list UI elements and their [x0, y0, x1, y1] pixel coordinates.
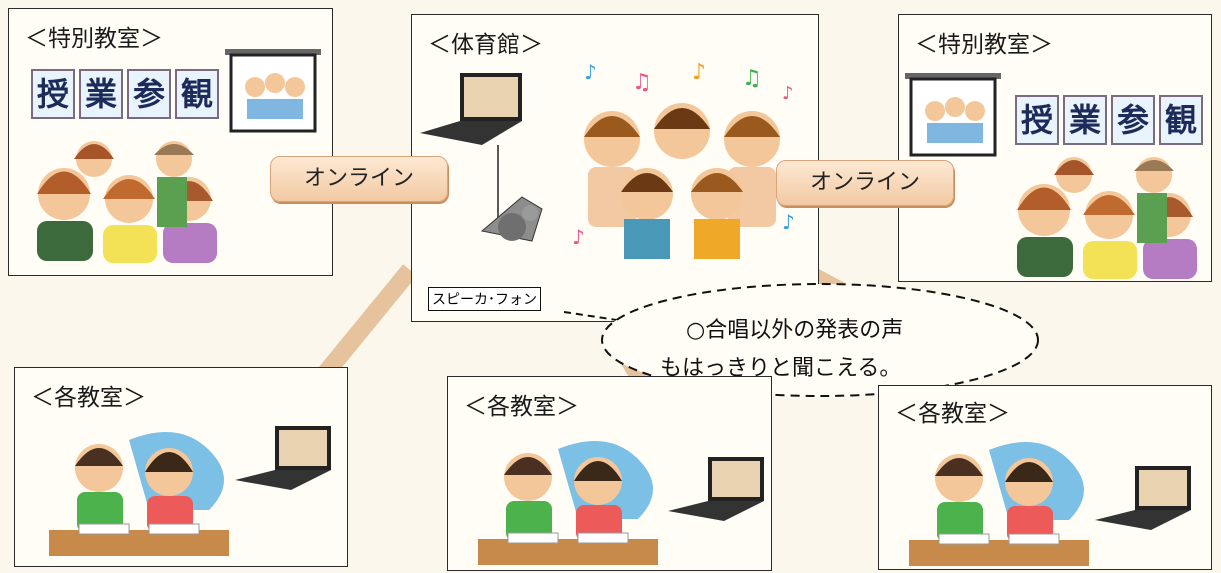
special-room-right-panel: ＜特別教室＞ 授 業 参 観: [898, 14, 1212, 282]
students-icon: [478, 441, 658, 565]
gym-panel: ＜体育館＞ ♪ ♫ ♪ ♫ ♪ ♪ ♪ スピーカ･フォン: [411, 14, 819, 322]
sign-char: 観: [1159, 95, 1203, 145]
classroom-panel-2: ＜各教室＞: [447, 376, 772, 571]
sign-char: 業: [1063, 95, 1107, 145]
speakerphone-label: スピーカ･フォン: [428, 287, 541, 311]
online-connection-label-right: オンライン: [776, 160, 954, 206]
gym-title: ＜体育館＞: [428, 32, 543, 58]
svg-text:♪: ♪: [782, 210, 795, 234]
special-room-left-title: ＜特別教室＞: [25, 26, 163, 52]
choir-children-icon: ♪ ♫ ♪ ♫ ♪ ♪ ♪: [572, 60, 795, 259]
svg-text:♪: ♪: [584, 60, 597, 84]
classroom-title: ＜各教室＞: [31, 385, 146, 411]
classroom-title: ＜各教室＞: [464, 394, 579, 420]
laptop-icon: [668, 457, 764, 521]
speakerphone-icon: [480, 196, 543, 242]
sign-char: 業: [79, 69, 123, 119]
bubble-text-line1: ○合唱以外の発表の声: [686, 318, 904, 343]
sign-char: 観: [175, 69, 219, 119]
parents-audience-icon: [1017, 157, 1197, 279]
svg-text:♪: ♪: [572, 225, 585, 249]
laptop-icon: [420, 73, 522, 145]
students-icon: [909, 442, 1089, 566]
projector-screen-icon: [905, 73, 1001, 157]
students-icon: [49, 432, 229, 556]
sign-char: 参: [127, 69, 171, 119]
laptop-icon: [235, 426, 331, 490]
online-connection-label-left: オンライン: [270, 156, 448, 202]
svg-text:♫: ♫: [632, 70, 652, 95]
laptop-icon: [1095, 466, 1191, 530]
svg-text:♪: ♪: [692, 60, 706, 85]
parents-audience-icon: [37, 141, 217, 263]
classroom-panel-3: ＜各教室＞: [878, 385, 1212, 570]
sign-char: 授: [31, 69, 75, 119]
classroom-title: ＜各教室＞: [895, 401, 1010, 427]
sign-char: 授: [1015, 95, 1059, 145]
classroom-panel-1: ＜各教室＞: [14, 367, 348, 567]
special-room-right-title: ＜特別教室＞: [915, 32, 1053, 58]
connection-cable: [497, 145, 499, 220]
svg-text:♫: ♫: [742, 66, 762, 91]
sign-char: 参: [1111, 95, 1155, 145]
projector-screen-icon: [225, 49, 321, 133]
speech-bubble: [563, 283, 1039, 397]
svg-text:♪: ♪: [782, 83, 794, 104]
special-room-left-panel: ＜特別教室＞ 授 業 参 観: [8, 8, 333, 276]
